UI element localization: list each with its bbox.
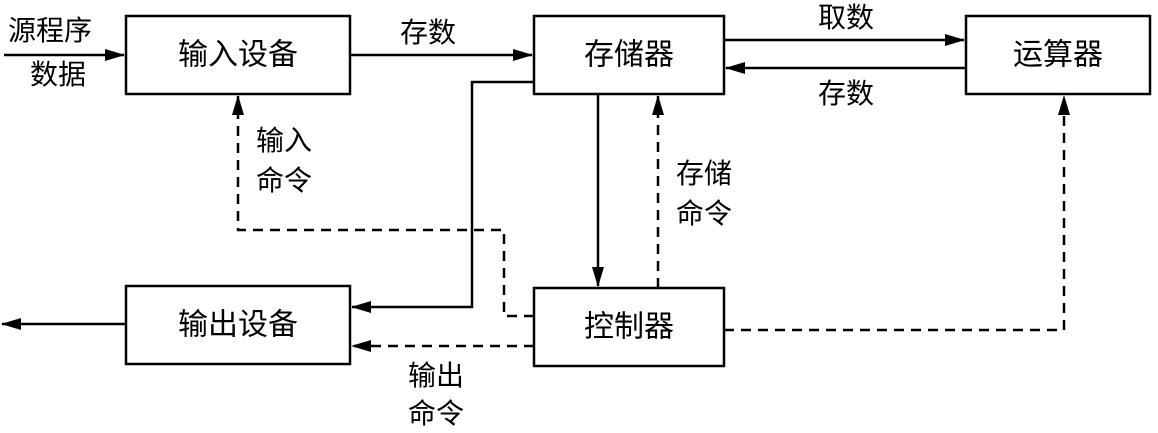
data-label: 数据: [30, 58, 86, 91]
alu-label: 运算器: [1013, 38, 1103, 73]
output-device-label: 输出设备: [178, 308, 298, 343]
store-data-label: 存数: [400, 16, 456, 49]
input-device-label: 输入设备: [178, 38, 298, 73]
storage-command-label-1: 存储: [676, 157, 732, 190]
source-program-label: 源程序: [8, 14, 92, 47]
store-return-label: 存数: [818, 77, 874, 110]
output-command-label-1: 输出: [408, 359, 464, 392]
input-command-label-2: 命令: [256, 164, 312, 197]
memory-box: 存储器: [532, 14, 726, 96]
alu-box: 运算器: [964, 14, 1152, 96]
memory-label: 存储器: [584, 38, 674, 73]
controller-label: 控制器: [584, 310, 674, 345]
output-device-box: 输出设备: [124, 284, 352, 366]
output-command-label-2: 命令: [408, 397, 464, 430]
alu-command-arrow: [724, 95, 1070, 332]
controller-box: 控制器: [532, 286, 726, 368]
fetch-data-label: 取数: [818, 1, 874, 34]
input-command-label-1: 输入: [256, 124, 312, 157]
storage-command-label-2: 命令: [676, 197, 732, 230]
input-device-box: 输入设备: [124, 14, 352, 96]
memory-to-output-arrow: [351, 80, 534, 313]
input-command-arrow: [232, 95, 534, 318]
